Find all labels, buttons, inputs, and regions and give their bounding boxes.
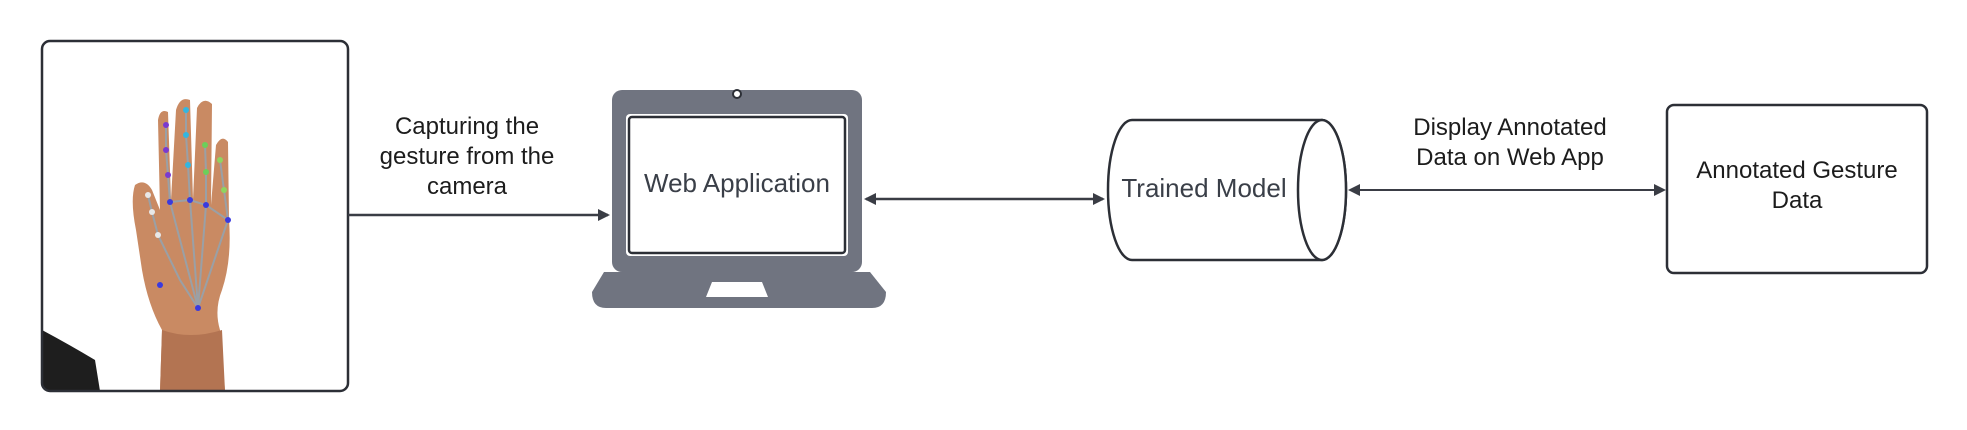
- web-application-label: Web Application: [644, 168, 830, 198]
- laptop-icon: [592, 89, 886, 308]
- camera-gesture-image: [42, 41, 348, 391]
- annotated-gesture-data-label: Annotated Gesture Data: [1696, 157, 1898, 214]
- webcam-icon: [732, 89, 742, 99]
- display-edge-label: Display Annotated Data on Web App: [1413, 114, 1607, 171]
- capture-edge-label: Capturing the gesture from the camera: [379, 113, 555, 200]
- output-box: [1665, 103, 1929, 275]
- trained-model-label: Trained Model: [1121, 173, 1287, 203]
- landmark-points: [145, 107, 231, 311]
- cylinder-database-icon: [1106, 118, 1348, 262]
